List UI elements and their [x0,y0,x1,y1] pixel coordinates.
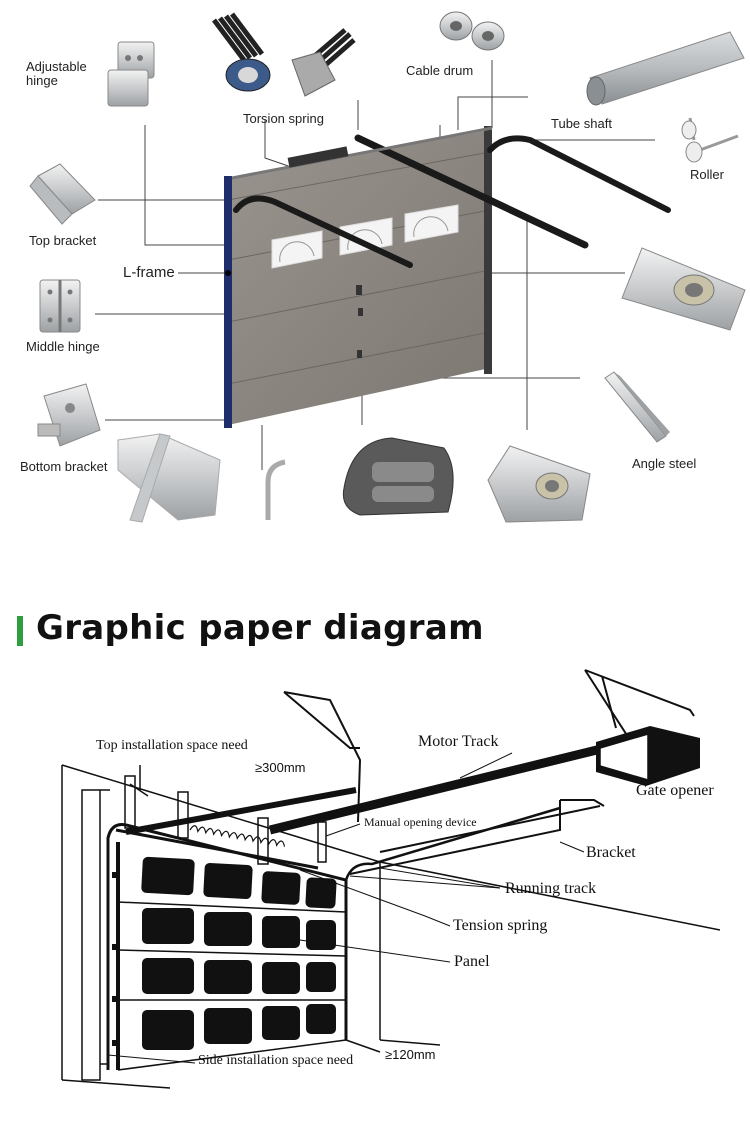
motor-track-rail [268,743,607,835]
top-bracket-icon [29,163,96,225]
top-installation-space-label: Top installation space need [96,738,248,753]
roller-label: Roller [690,167,724,182]
shaft-spring [287,146,349,168]
torsion-spring-icon [212,12,356,97]
tension-spring-coil [189,825,286,847]
adjustable-hinge-icon [107,41,155,107]
adjustable-hinge-label: Adjustable hinge [26,59,87,88]
side-dimension-label: ≥120mm [385,1047,436,1062]
running-track-label: Running track [505,880,597,897]
cable-guide-icon [342,437,454,516]
door-windows [271,204,459,269]
torsion-spring-label: Torsion spring [243,111,324,126]
l-frame-dot [225,270,231,276]
left-jamb [81,789,101,1081]
torsion-shaft [231,126,493,180]
roller-icon [681,117,739,163]
gate-opener-label: Gate opener [636,782,714,799]
tube-shaft-icon [586,31,745,106]
panel-label: Panel [454,953,490,970]
tube-shaft-label: Tube shaft [551,116,612,131]
door-latch [357,350,362,358]
tension-spring-label: Tension spring [453,917,548,934]
middle-hinge-label: Middle hinge [26,339,100,354]
motor-track-label: Motor Track [418,733,499,750]
door-frame [106,823,348,1070]
garage-door-parts-diagram [29,11,746,523]
manual-opening-device-label: Manual opening device [364,815,477,829]
door-handle [356,285,362,295]
top-bracket-label: Top bracket [29,233,97,248]
top-dimension-label: ≥300mm [255,760,306,775]
cable-drum-icon [439,11,505,51]
callout-lines [107,752,585,1064]
bearing-plate-icon [487,445,591,523]
right-frame-bar [484,126,492,374]
end-bearing-bracket-icon [621,247,746,331]
gate-opener-body [596,726,700,786]
middle-hinge-icon [39,279,81,333]
l-frame-label: L-frame [123,264,175,281]
left-running-track [125,787,357,835]
tracks [233,134,671,268]
side-installation-space-label: Side installation space need [198,1053,354,1068]
section-accent-bar [17,616,23,646]
angle-steel-icon [604,371,670,443]
l-frame-bar [224,176,232,428]
angle-steel-label: Angle steel [632,456,697,471]
bottom-bracket-icon [37,383,101,447]
section-title: Graphic paper diagram [36,608,484,648]
bottom-bracket-label: Bottom bracket [20,459,108,474]
bracket-label: Bracket [586,844,636,861]
door-panel-windows [141,856,337,1050]
door-lock [358,308,363,316]
track-profile-icon [117,433,221,523]
cable-drum-label: Cable drum [406,63,474,78]
curved-track-icon [265,459,286,520]
garage-door-panel [228,130,490,425]
